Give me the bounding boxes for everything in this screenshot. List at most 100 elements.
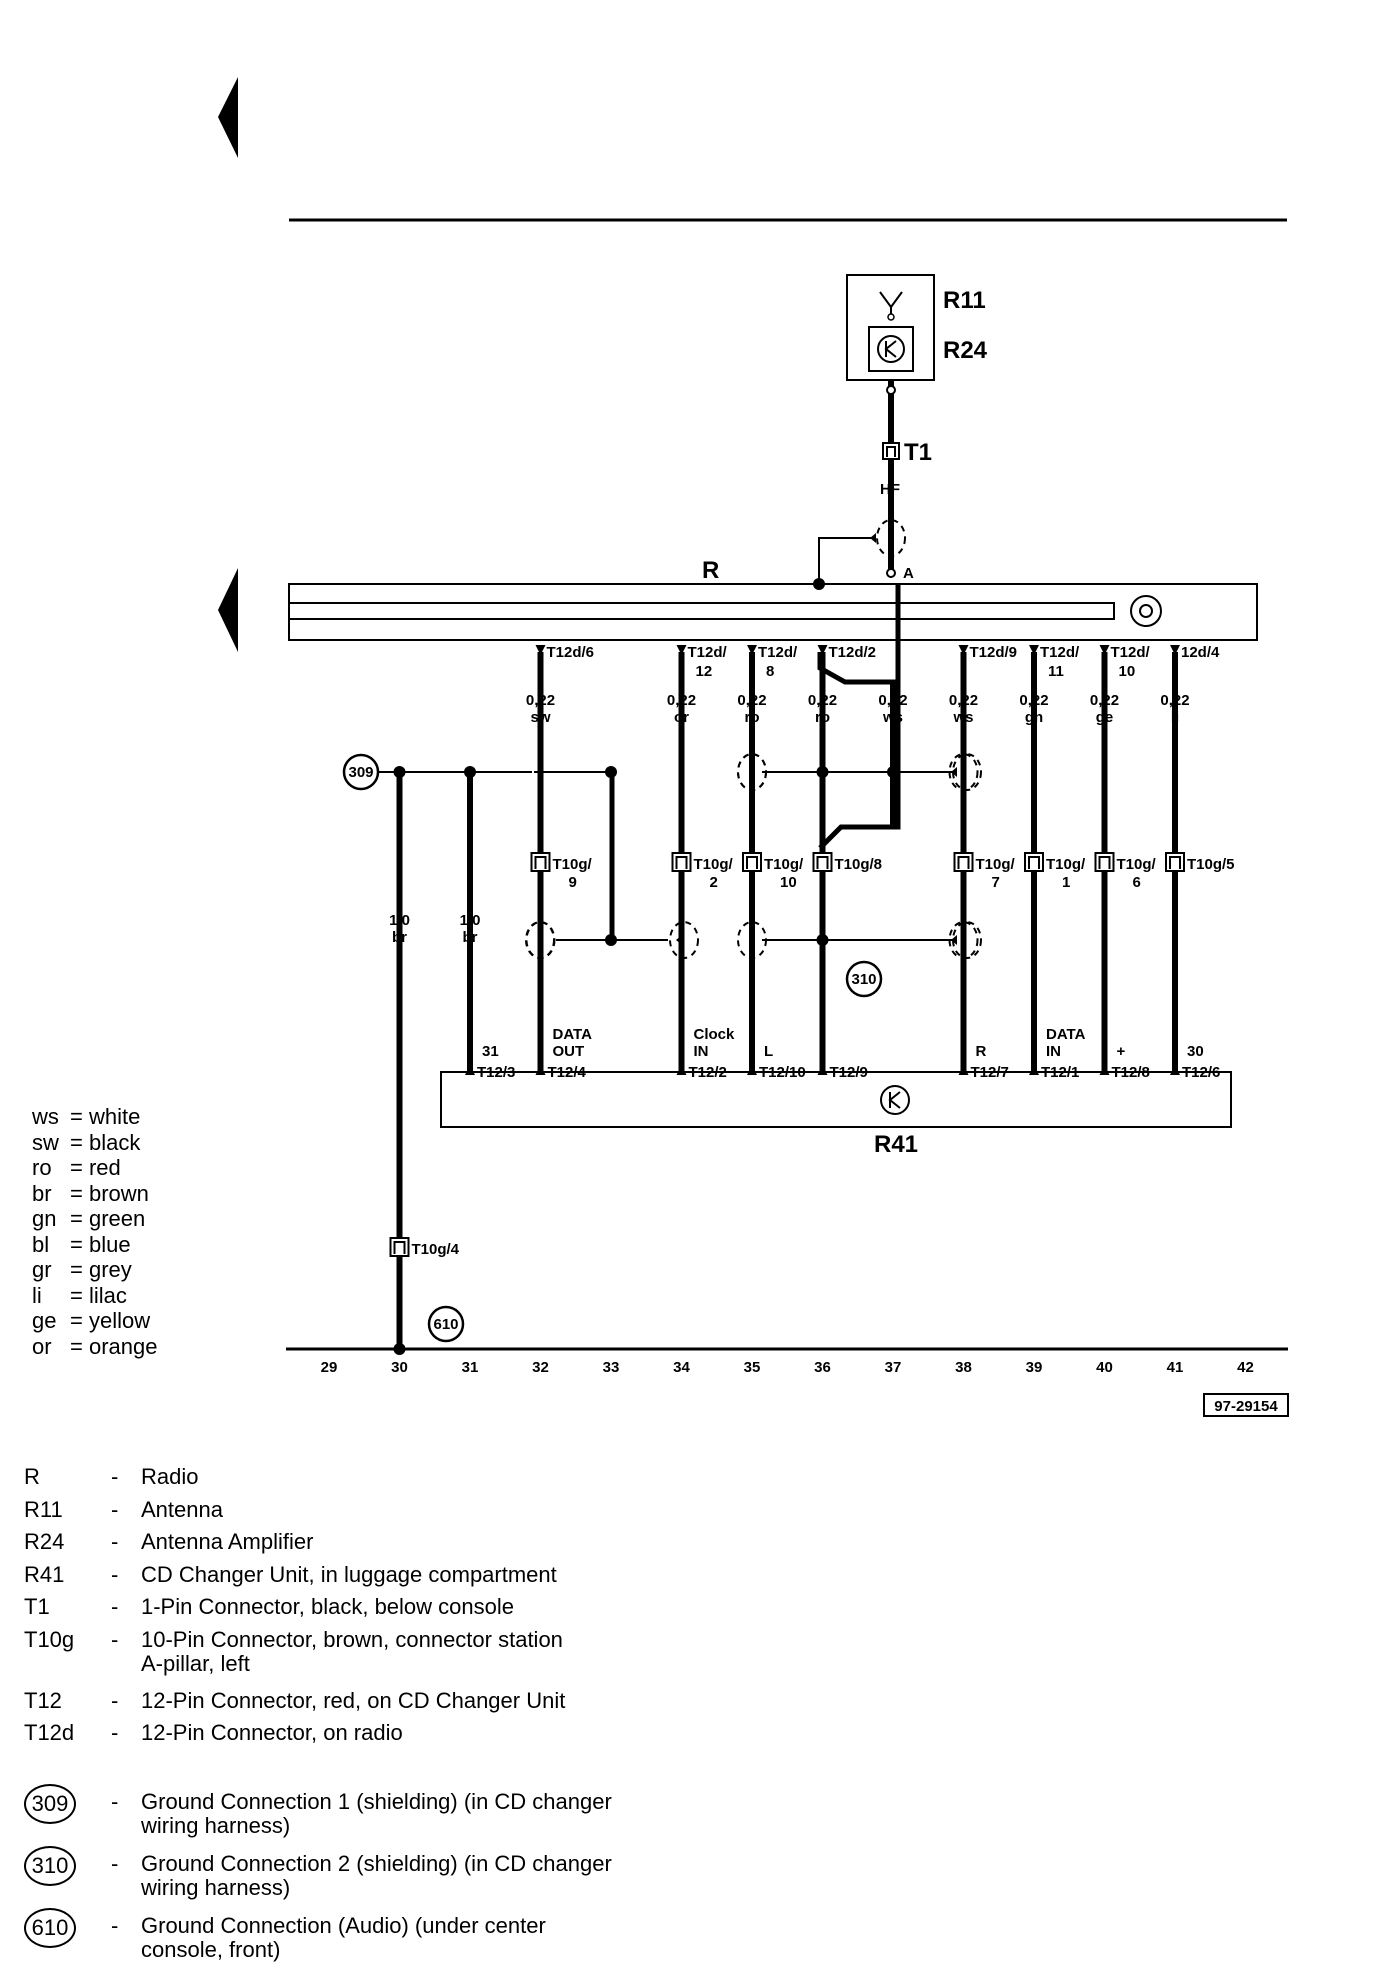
legend-description-cont: console, front)	[141, 1936, 281, 1962]
cd-pin-arrow	[747, 1065, 757, 1075]
radio-label: R	[702, 557, 719, 584]
cd-changer-icon	[880, 1085, 910, 1115]
t10g-connector-36: T10g/8	[812, 852, 882, 873]
shield-crossing	[737, 753, 767, 791]
legend-code: T12	[24, 1687, 62, 1713]
legend-description: Ground Connection 2 (shielding) (in CD c…	[141, 1850, 612, 1900]
figure-id: 97-29154	[1214, 1398, 1278, 1415]
cd-pin-function-2: IN	[1046, 1043, 1061, 1060]
ruler-number-29: 29	[321, 1359, 338, 1376]
ground-610-label: 610	[433, 1316, 458, 1333]
junction-dot	[393, 766, 406, 778]
cd-pin-function: R	[976, 1043, 987, 1060]
junction-dot	[605, 766, 617, 778]
cd-pin-function: 30	[1187, 1043, 1204, 1060]
antenna-assembly: R11 R24	[846, 274, 988, 381]
wire-size-label: 0,22	[667, 692, 696, 709]
legend-description: Ground Connection 1 (shielding) (in CD c…	[141, 1788, 612, 1838]
cd-pin-function: +	[1117, 1043, 1126, 1060]
legend-code: R	[24, 1464, 40, 1489]
legend-description: 10-Pin Connector, brown, connector stati…	[141, 1626, 563, 1676]
radio-pin-arrow	[1099, 645, 1110, 655]
legend-row: T10g-10-Pin Connector, brown, connector …	[24, 1626, 904, 1680]
radio-pin-arrow	[535, 645, 546, 655]
t1-label: T1	[904, 439, 932, 466]
legend-dash: -	[111, 1788, 119, 1814]
t10g-connector-38: T10g/7	[953, 852, 1016, 891]
color-key-row: bl= blue	[32, 1231, 131, 1257]
color-key-code: or	[32, 1333, 52, 1359]
cd-pin-arrow	[817, 1065, 828, 1075]
ruler-number-34: 34	[673, 1359, 690, 1376]
color-key-row: gr = grey	[32, 1258, 132, 1282]
ground-309: 309	[342, 753, 380, 791]
t10g-label: T10g/	[694, 856, 734, 873]
prev-page-arrow-mid[interactable]	[218, 568, 238, 652]
wire-color-label: sw	[530, 709, 550, 726]
radio-pin-label: T12d/	[1111, 644, 1151, 661]
color-key-code: gr	[32, 1257, 52, 1282]
ruler-number-41: 41	[1167, 1359, 1184, 1376]
legend-description-cont: wiring harness)	[141, 1874, 291, 1900]
prev-page-arrow-top[interactable]	[218, 77, 238, 158]
cd-pin-arrow	[535, 1065, 546, 1075]
legend-dash: -	[111, 1850, 119, 1876]
legend-row: T1-1-Pin Connector, black, below console	[24, 1595, 904, 1621]
cd-pin-label: T12/8	[1112, 1064, 1150, 1081]
legend-description-cont: wiring harness)	[141, 1812, 291, 1838]
cd-pin-label: T12/4	[548, 1064, 587, 1081]
legend-code: 310	[24, 1845, 76, 1886]
color-key-name: = grey	[70, 1257, 132, 1282]
t10g-connector-40: T10g/6	[1094, 852, 1157, 891]
cd-pin-label: T12/6	[1182, 1064, 1220, 1081]
wire-color-label: li	[1171, 709, 1179, 726]
legend-code: R24	[24, 1529, 65, 1554]
cd-pin-arrow	[958, 1065, 969, 1075]
cd-pin-label: T12/10	[759, 1064, 806, 1081]
cd-pin-arrow	[1170, 1065, 1180, 1075]
color-key-name: = yellow	[70, 1308, 151, 1333]
radio-pin-label: T12d/	[688, 644, 728, 661]
legend-dash: -	[111, 1720, 119, 1745]
color-key-name: = red	[70, 1155, 121, 1180]
wire-size-label: 0,22	[1160, 692, 1189, 709]
color-key-name: = blue	[70, 1231, 131, 1257]
shield-crossing	[525, 921, 556, 959]
ground-610: 610	[427, 1305, 465, 1343]
color-key-row: ws= white	[32, 1105, 140, 1129]
antenna-pin-a-label: A	[903, 565, 914, 582]
radio-icon	[1130, 595, 1162, 627]
radio-pin-label: T12d/6	[547, 644, 595, 661]
shield-crossing	[948, 753, 979, 791]
legend-code: T10g	[24, 1626, 75, 1652]
junction-dot	[887, 766, 899, 778]
t10g-label: T10g/	[976, 856, 1016, 873]
t10g-label: T10g/	[553, 856, 593, 873]
ground-310-label: 310	[851, 971, 876, 988]
legend-dash: -	[111, 1687, 119, 1713]
radio-pin-sub: 11	[1048, 663, 1064, 680]
t10g-connector-41: T10g/5	[1165, 852, 1235, 873]
legend-row: 610-Ground Connection (Audio) (under cen…	[24, 1907, 904, 1966]
t10g-sub: 10	[780, 874, 797, 891]
t10g-sub: 2	[710, 874, 718, 891]
radio-pin-sub: 10	[1119, 663, 1136, 680]
wire-color-label: or	[674, 709, 689, 726]
radio-pin-sub: 12	[696, 663, 713, 680]
cd-pin-arrow	[1099, 1065, 1110, 1075]
wire-size-label: 0,22	[1090, 692, 1119, 709]
legend-dash: -	[111, 1529, 119, 1554]
junction-dot	[816, 766, 829, 778]
legend-dash: -	[111, 1464, 119, 1489]
legend-code: R11	[24, 1496, 63, 1522]
cd-pin-function: DATA	[553, 1026, 593, 1043]
ruler-number-40: 40	[1096, 1359, 1113, 1376]
radio-pin-arrow	[747, 645, 757, 655]
color-key-name: = green	[70, 1206, 146, 1231]
color-key-name: = orange	[70, 1333, 158, 1359]
cd-pin-label: T12/1	[1041, 1064, 1079, 1081]
